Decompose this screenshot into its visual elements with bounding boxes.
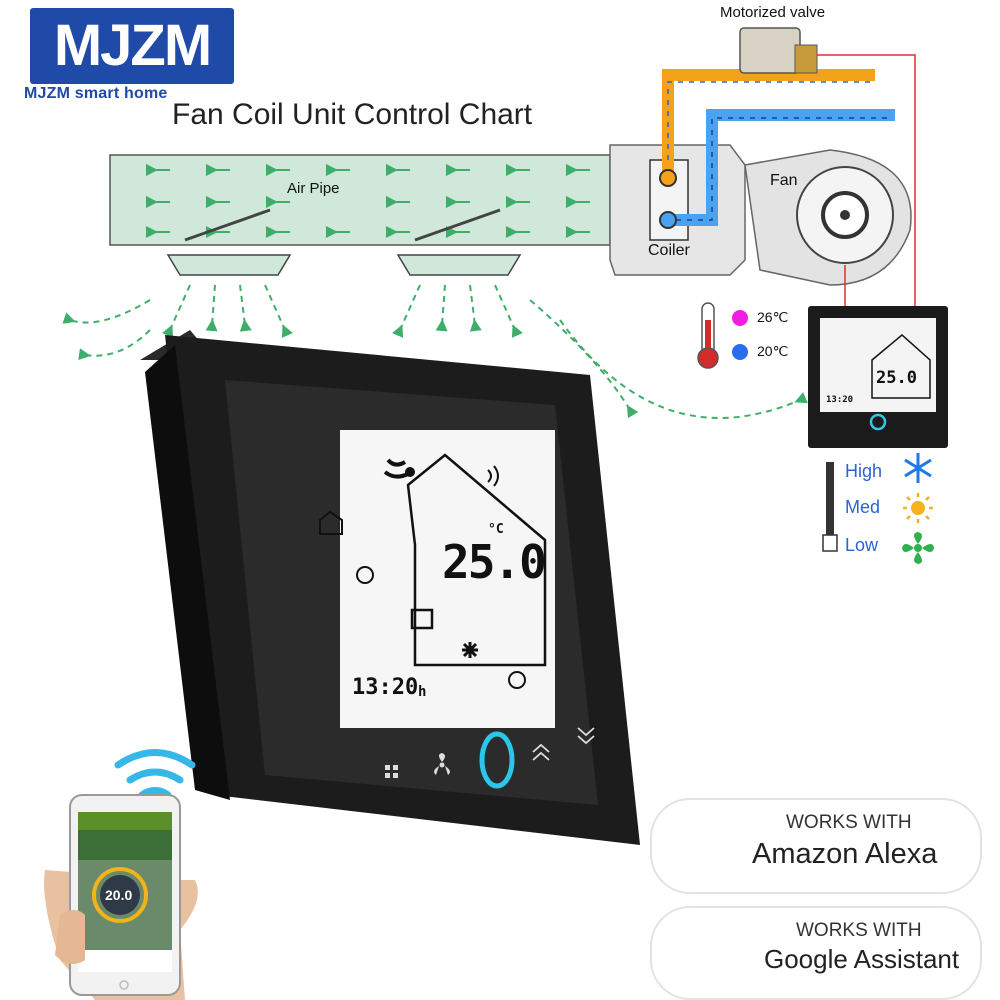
smartphone-app — [44, 794, 198, 1000]
small-thermostat-time: 13:20 — [826, 395, 854, 405]
large-thermostat — [140, 330, 640, 845]
supply-air-arrows — [62, 284, 808, 419]
brand-logo-text: MJZM — [53, 13, 212, 78]
thermometer-icon — [697, 302, 719, 369]
cold-temp-label: 20℃ — [757, 343, 789, 359]
diffuser-right — [396, 208, 522, 276]
cold-water-pipe — [668, 109, 895, 226]
brand-tagline: MJZM smart home — [24, 85, 168, 102]
air-flow-arrows — [146, 164, 590, 238]
alexa-badge — [650, 798, 982, 894]
phone-temperature: 20.0 — [105, 887, 133, 903]
diffuser-left — [166, 208, 292, 276]
hot-pipe-joint — [659, 169, 677, 187]
thermostat-time: 13:20 — [352, 675, 419, 700]
brand-logo — [30, 8, 234, 84]
hot-water-pipe — [662, 69, 875, 178]
motorized-valve-icon — [739, 27, 818, 74]
fan-speed-high-label: High — [845, 461, 883, 481]
small-thermostat — [808, 306, 948, 448]
chart-title: Fan Coil Unit Control Chart — [172, 98, 533, 131]
control-wires — [817, 54, 916, 307]
fan-speed-med-label: Med — [845, 497, 881, 517]
alexa-badge-main: Amazon Alexa — [752, 838, 938, 870]
fan-housing — [744, 149, 912, 286]
fan-button-glyph — [434, 753, 450, 775]
alexa-badge-top: WORKS WITH — [786, 812, 912, 833]
small-thermostat-temperature: 25.0 — [876, 368, 917, 388]
thermostat-temp-unit: °C — [488, 522, 504, 537]
fan-low-icon — [902, 532, 934, 564]
fan-speed-low-label: Low — [845, 535, 879, 555]
snowflake-icon — [904, 453, 932, 483]
coiler-label: Coiler — [648, 242, 690, 259]
hot-temp-dot — [732, 310, 748, 326]
google-badge — [650, 906, 982, 1000]
wifi-icon — [114, 749, 196, 799]
motorized-valve-label: Motorized valve — [720, 4, 826, 21]
cold-temp-dot — [732, 344, 748, 360]
cold-pipe-joint — [659, 211, 677, 229]
fan-speed-switch — [822, 462, 838, 552]
fan-label: Fan — [770, 172, 798, 189]
hot-temp-label: 26℃ — [757, 309, 789, 325]
thermostat-time-suffix: h — [418, 684, 427, 700]
google-badge-main: Google Assistant — [764, 944, 960, 974]
air-pipe-duct — [109, 154, 611, 246]
sun-icon — [903, 493, 933, 523]
thermostat-temperature: 25.0 — [442, 535, 547, 589]
google-badge-top: WORKS WITH — [796, 920, 922, 941]
air-pipe-label: Air Pipe — [287, 180, 340, 197]
